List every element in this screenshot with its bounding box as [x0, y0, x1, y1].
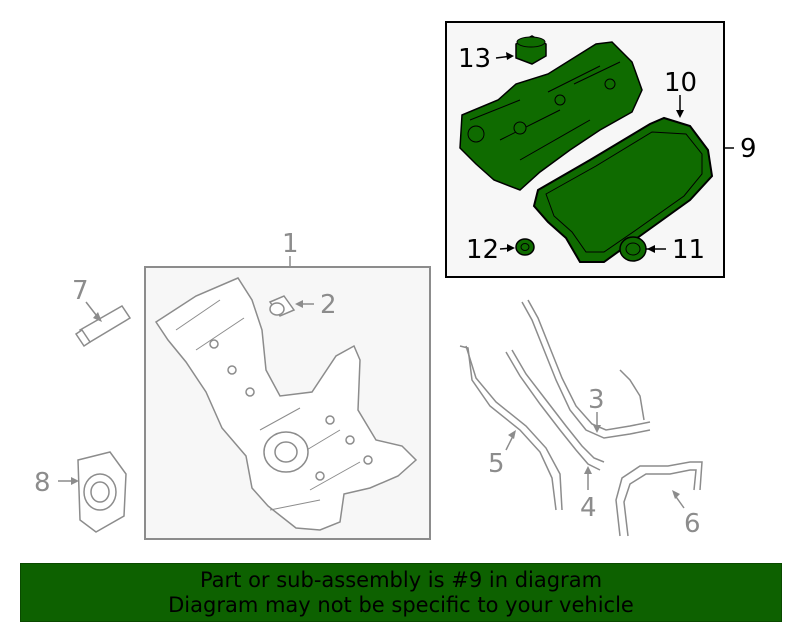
callout-5: 5	[488, 449, 505, 479]
dowel-part	[268, 295, 296, 317]
callout-9: 9	[740, 134, 757, 164]
valve-cover-part	[459, 41, 643, 191]
gasket-3-part	[521, 299, 651, 439]
callout-8-arrow	[71, 477, 79, 485]
callout-7-arrow	[93, 312, 102, 322]
callout-13-arrow	[506, 52, 514, 60]
callout-11-arrow	[647, 245, 655, 253]
callout-3-arrow	[593, 425, 601, 433]
front-seal-part	[77, 451, 127, 533]
callout-10: 10	[664, 68, 697, 98]
callout-4: 4	[580, 493, 597, 523]
callout-3: 3	[588, 385, 605, 415]
callout-12: 12	[466, 235, 499, 265]
timing-cover-part	[154, 277, 418, 531]
callout-1: 1	[282, 229, 299, 259]
parts-diagram: 9 13 10 12 11 1	[34, 21, 757, 540]
seal-12-part	[515, 238, 535, 256]
callout-6-arrow	[672, 490, 680, 499]
sealant-tube-part	[74, 305, 132, 348]
callout-2: 2	[320, 290, 337, 320]
callout-7: 7	[72, 276, 89, 306]
callout-11: 11	[672, 235, 705, 265]
callout-13: 13	[458, 44, 491, 74]
callout-2-arrow	[295, 300, 303, 308]
callout-12-arrow	[507, 244, 515, 252]
banner-line-1: Part or sub-assembly is #9 in diagram	[199, 567, 603, 592]
callout-10-arrow	[676, 110, 684, 118]
callout-5-arrow	[508, 430, 516, 439]
callout-8: 8	[34, 468, 51, 498]
gasket-4-part	[505, 349, 605, 471]
gasket-6-part	[615, 461, 703, 537]
oil-cap-part	[515, 35, 547, 65]
gasket-part	[532, 116, 714, 263]
seal-11-part	[619, 236, 647, 262]
gasket-5-part	[459, 345, 563, 511]
callout-4-arrow	[584, 466, 592, 474]
callout-6: 6	[684, 509, 701, 539]
banner-line-2: Diagram may not be specific to your vehi…	[168, 592, 634, 617]
info-banner: Part or sub-assembly is #9 in diagram Di…	[20, 563, 782, 622]
